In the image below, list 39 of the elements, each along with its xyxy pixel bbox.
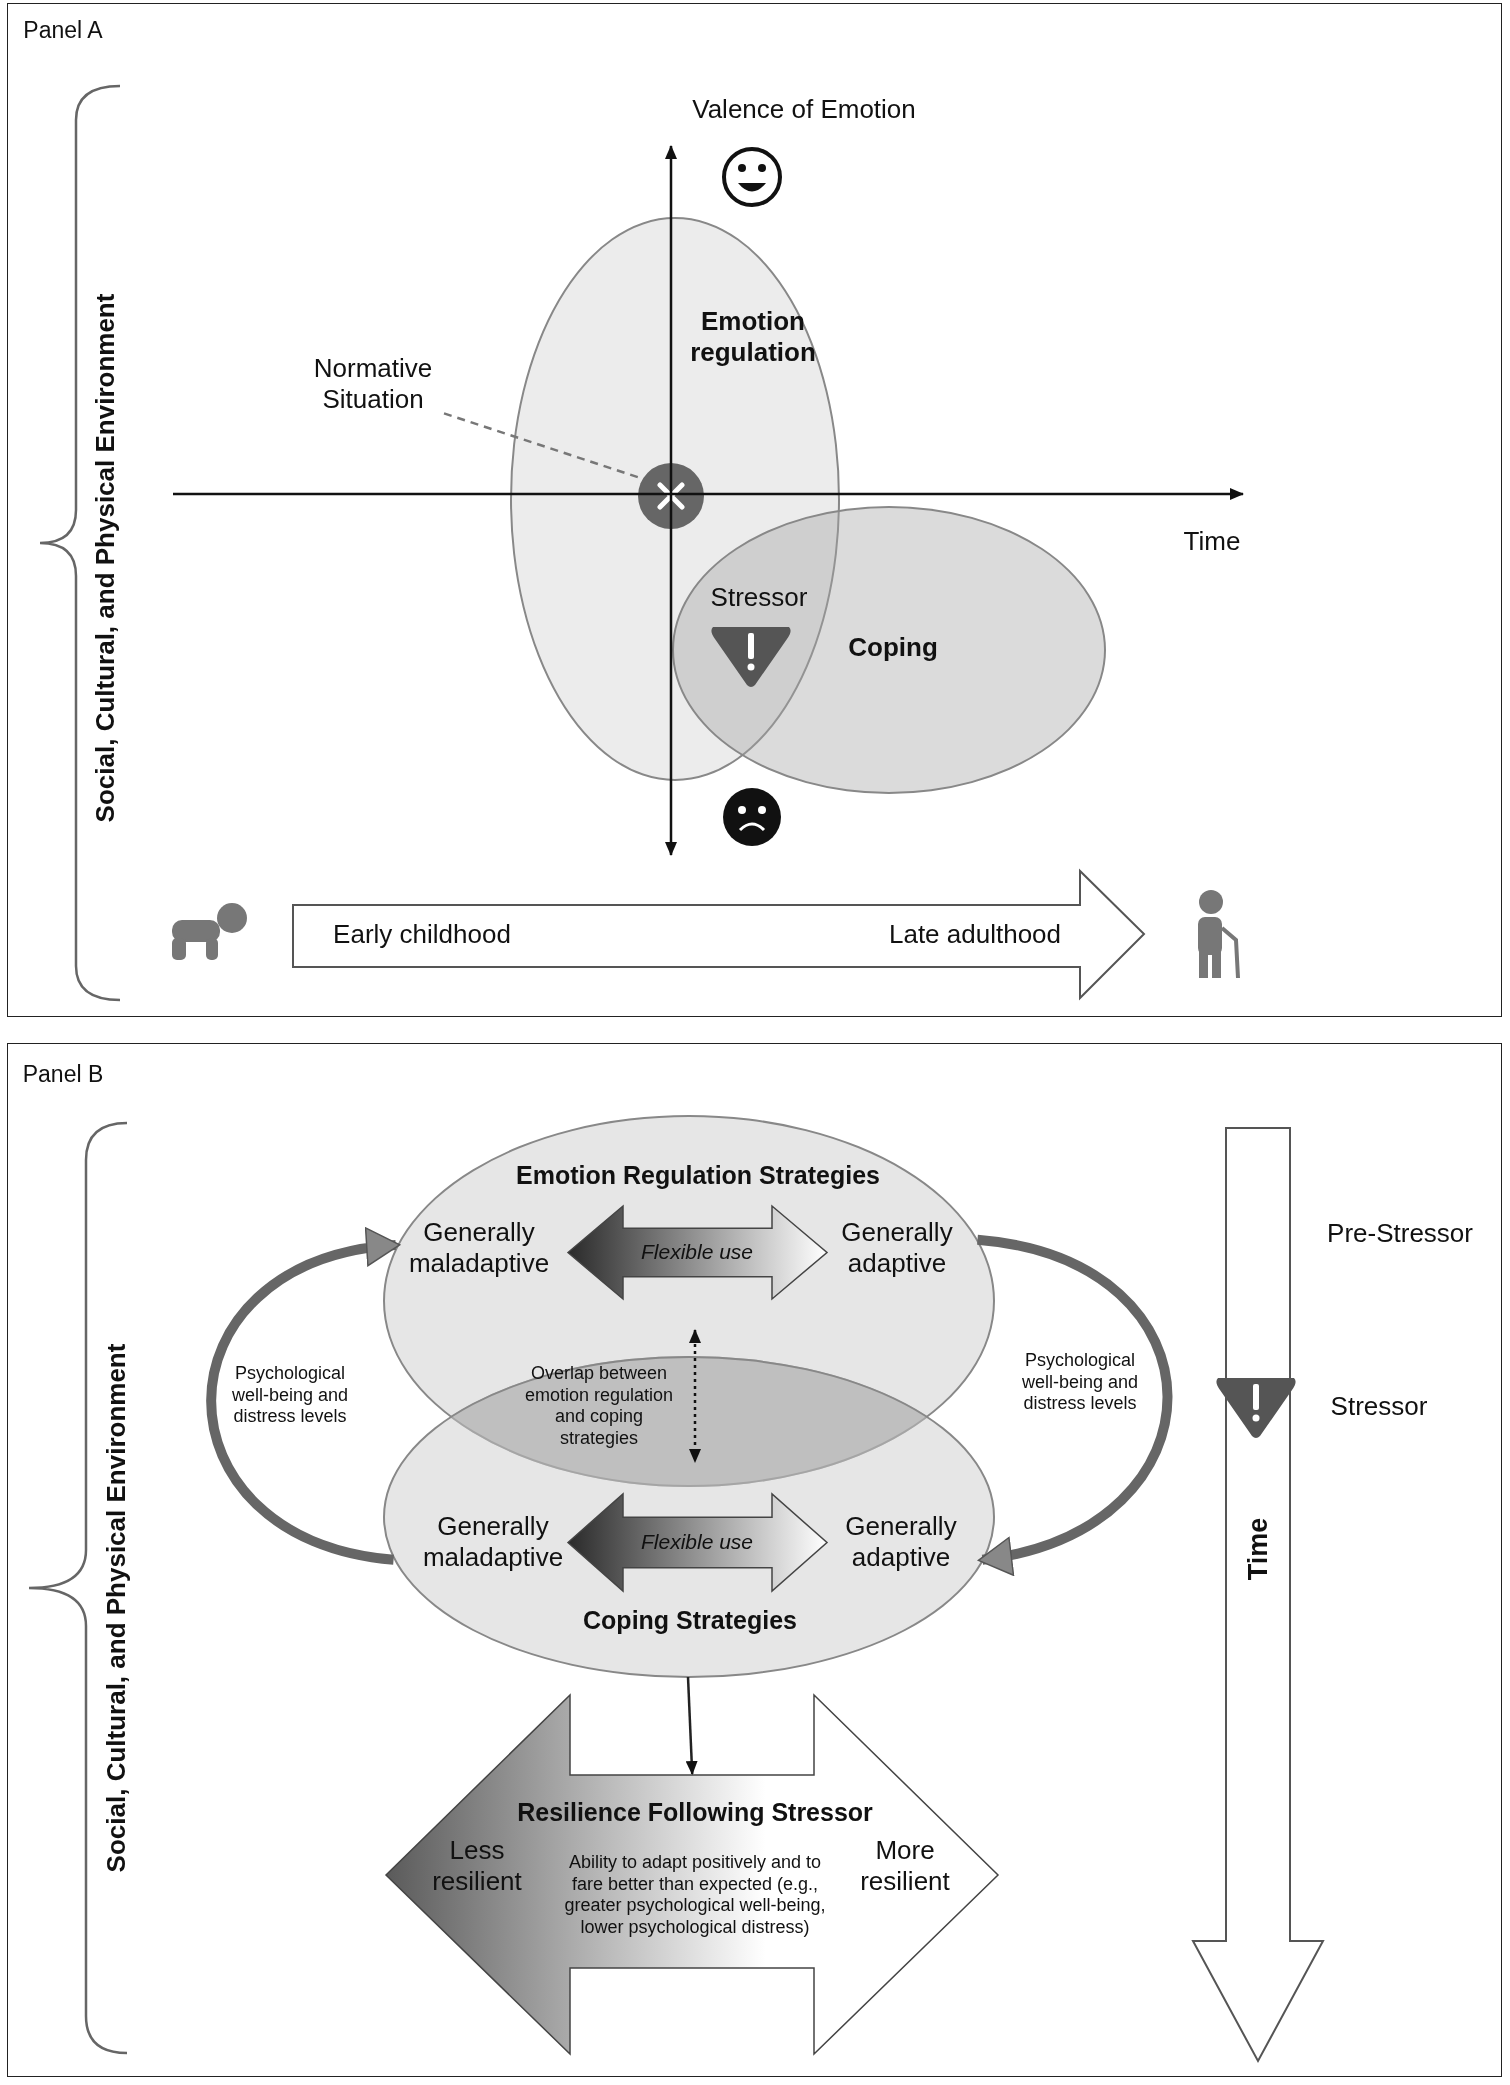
panel-title: Panel A xyxy=(23,17,103,45)
panel-frame xyxy=(7,3,1502,1017)
pole-label: Generally adaptive xyxy=(840,1216,954,1280)
pole-label: Less resilient xyxy=(431,1834,523,1898)
region-title: Coping xyxy=(848,632,938,664)
pole-label: Generally adaptive xyxy=(844,1510,958,1574)
phase-label: Pre-Stressor xyxy=(1327,1218,1473,1250)
stage-label: Late adulthood xyxy=(889,919,1061,951)
arrow xyxy=(685,1676,698,1776)
pole-label: Generally maladaptive xyxy=(421,1510,565,1574)
situation-label: Normative Situation xyxy=(312,352,434,416)
pole-label: Generally maladaptive xyxy=(407,1216,551,1280)
overlap-text: Overlap between emotion regulation and coping strategies xyxy=(523,1362,675,1450)
curved-arrow xyxy=(976,1234,1173,1574)
side-label: Social, Cultural, and Physical Environment xyxy=(90,293,122,823)
pole-label: More resilient xyxy=(859,1834,951,1898)
region-title: Coping Strategies xyxy=(583,1605,797,1635)
double-arrow xyxy=(568,1494,827,1591)
panel-frame xyxy=(7,1043,1502,2077)
event-label: Stressor xyxy=(1330,1391,1428,1423)
arrow-title: Resilience Following Stressor xyxy=(517,1797,873,1827)
arrow-label: Flexible use xyxy=(640,1239,754,1265)
arrow-label: Flexible use xyxy=(640,1529,754,1555)
axis-title: Time xyxy=(1241,1517,1274,1581)
double-arrow xyxy=(386,1695,998,2054)
axis-label: Valence of Emotion xyxy=(692,94,916,126)
axis-label: Time xyxy=(1183,526,1241,558)
region-title: Emotion regulation xyxy=(689,305,817,369)
double-arrow xyxy=(568,1206,827,1299)
description-text: Ability to adapt positively and to fare better than expected (e.g., greater psychological well-being, lower psychological distress) xyxy=(563,1851,827,1939)
panel-title: Panel B xyxy=(22,1061,104,1089)
curved-arrow xyxy=(206,1230,401,1565)
event-label: Stressor xyxy=(710,582,808,614)
lifespan-arrow xyxy=(293,871,1144,998)
side-label: Social, Cultural, and Physical Environment xyxy=(101,1343,133,1873)
region-title: Emotion Regulation Strategies xyxy=(516,1160,880,1190)
leader-line xyxy=(443,412,640,479)
time-arrow xyxy=(1193,1128,1323,2061)
stage-label: Early childhood xyxy=(333,919,511,951)
